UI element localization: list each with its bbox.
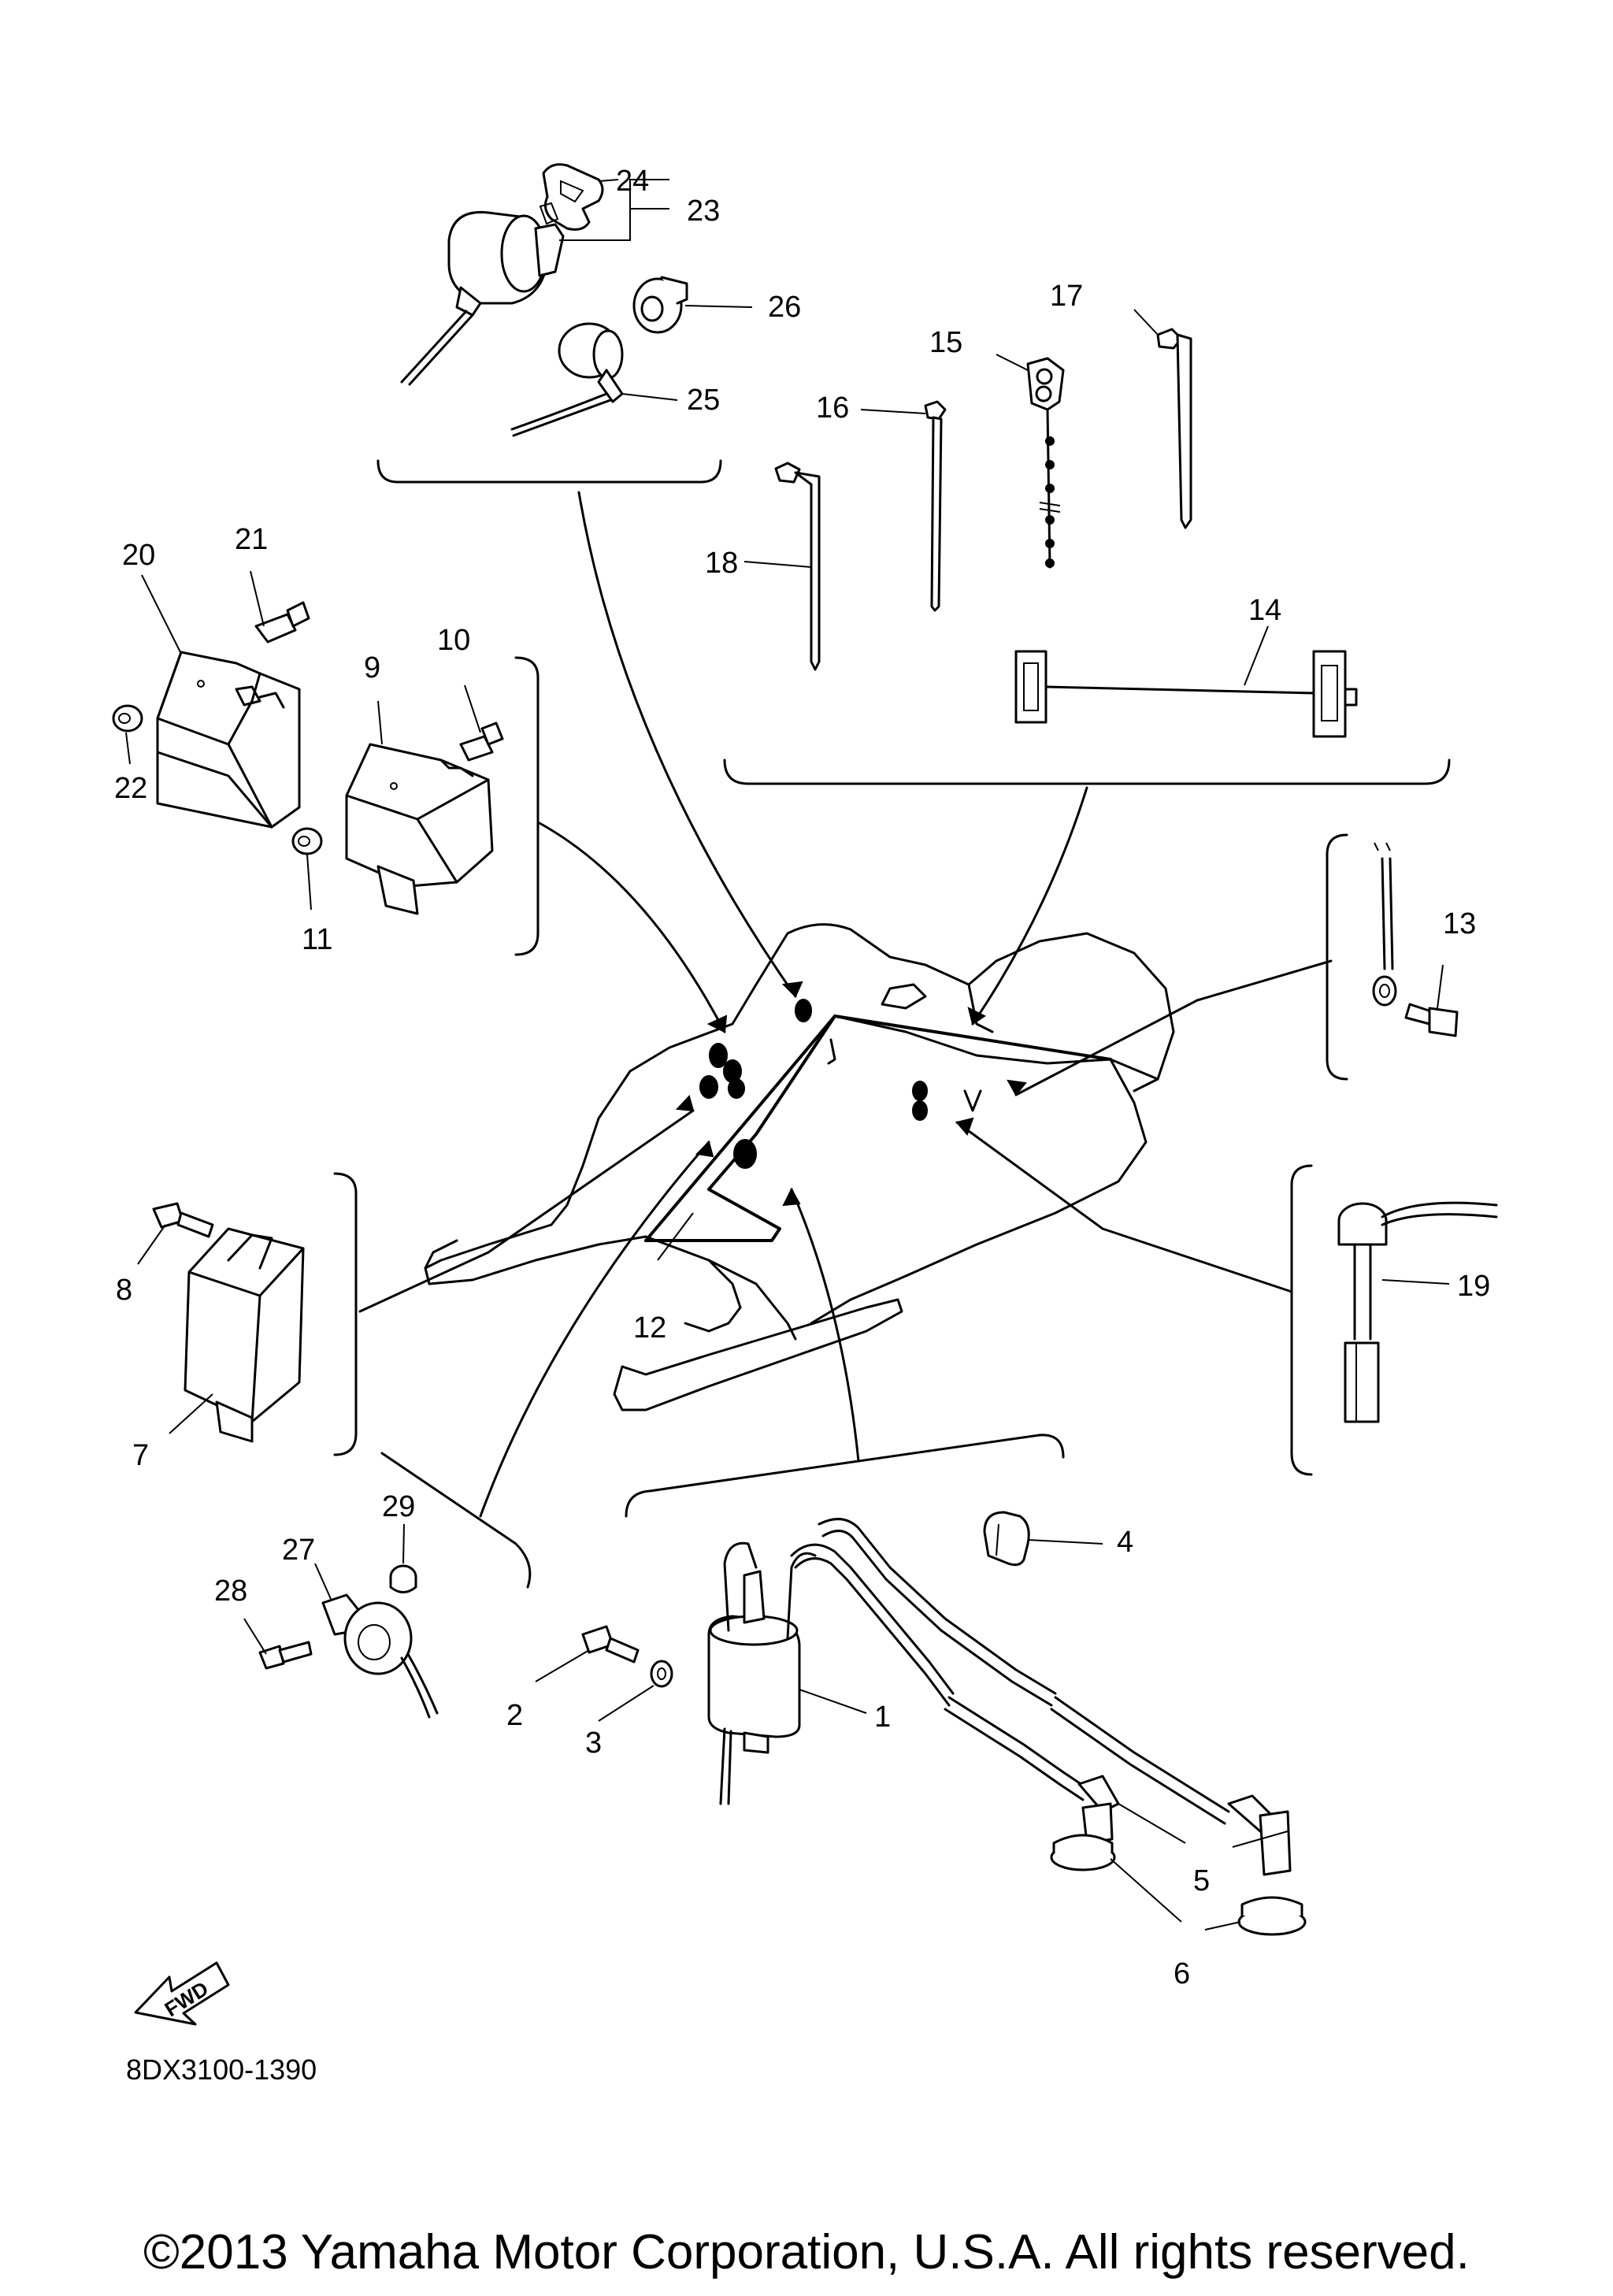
ignition-coil-1 [707, 1541, 817, 1805]
bolt-13 [1404, 1003, 1459, 1037]
callout-4: 4 [1117, 1526, 1133, 1559]
key-24 [539, 163, 604, 231]
copyright-notice: ©2013 Yamaha Motor Corporation, U.S.A. A… [143, 2225, 1470, 2279]
bolt-2 [581, 1625, 640, 1664]
callout-10: 10 [437, 624, 470, 657]
caps-6 [1050, 1834, 1307, 1936]
callout-27: 27 [282, 1534, 315, 1567]
callout-20: 20 [122, 539, 155, 572]
group-leader-lines [358, 491, 1333, 1518]
bolt-10 [459, 721, 504, 762]
bolt-8 [152, 1202, 214, 1238]
callout-2: 2 [506, 1699, 523, 1732]
callout-15: 15 [929, 326, 962, 359]
callout-23: 23 [687, 195, 720, 228]
callout-7: 7 [132, 1439, 149, 1472]
group-brackets [333, 459, 1451, 1589]
callout-labels: 1 2 3 4 5 6 7 8 9 10 11 12 13 14 15 16 1… [114, 165, 1490, 1990]
bolt-28 [258, 1641, 313, 1670]
callout-6: 6 [1174, 1957, 1190, 1990]
washer-3 [650, 1660, 673, 1688]
clamp-4 [983, 1511, 1030, 1567]
sensor-19 [1337, 1201, 1498, 1423]
switch-27 [321, 1593, 439, 1719]
callout-19: 19 [1457, 1270, 1490, 1303]
callout-21: 21 [235, 523, 268, 556]
callout-14: 14 [1248, 594, 1281, 627]
switch-25 [510, 322, 624, 437]
callout-28: 28 [214, 1575, 247, 1608]
cdi-unit-9 [345, 743, 494, 915]
callout-17: 17 [1050, 280, 1083, 313]
callout-1: 1 [874, 1701, 891, 1734]
callout-26: 26 [768, 291, 801, 324]
callout-9: 9 [364, 651, 380, 684]
callout-3: 3 [585, 1727, 602, 1760]
snowmobile-frame [424, 923, 1175, 1411]
callout-25: 25 [687, 384, 720, 417]
main-switch-23 [400, 210, 565, 386]
relay-7 [184, 1227, 305, 1443]
arrowheads [675, 981, 1027, 1207]
band-16 [924, 400, 947, 612]
callout-18: 18 [705, 547, 738, 580]
lead-13 [1372, 842, 1397, 1007]
nut-26 [632, 276, 688, 334]
nut-11 [291, 827, 323, 855]
fwd-arrow-icon: FWD [134, 1961, 230, 2026]
diagram-code: 8DX3100-1390 [126, 2053, 317, 2086]
callout-5: 5 [1193, 1864, 1210, 1897]
callout-24: 24 [616, 165, 649, 198]
callout-8: 8 [116, 1274, 132, 1307]
nut-22 [112, 704, 143, 733]
cdi-unit-20 [156, 651, 301, 829]
bolt-21 [254, 601, 310, 644]
callout-22: 22 [114, 772, 147, 805]
band-14 [1014, 650, 1358, 738]
callout-13: 13 [1443, 907, 1476, 940]
nut-29 [389, 1564, 417, 1593]
callout-12: 12 [633, 1311, 666, 1345]
callout-16: 16 [816, 391, 849, 425]
spark-plug-leads [790, 1518, 1230, 1825]
callout-29: 29 [382, 1490, 415, 1523]
band-18 [774, 462, 821, 671]
clamp-15 [1026, 357, 1065, 569]
callout-11: 11 [302, 923, 332, 956]
callout-leaders [125, 179, 1450, 1931]
band-17 [1156, 328, 1192, 529]
